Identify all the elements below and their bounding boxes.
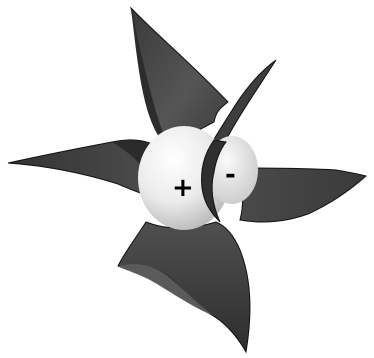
plus-sign: + bbox=[172, 173, 194, 203]
minus-sign: - bbox=[225, 160, 236, 190]
blade-bottom bbox=[118, 222, 250, 352]
